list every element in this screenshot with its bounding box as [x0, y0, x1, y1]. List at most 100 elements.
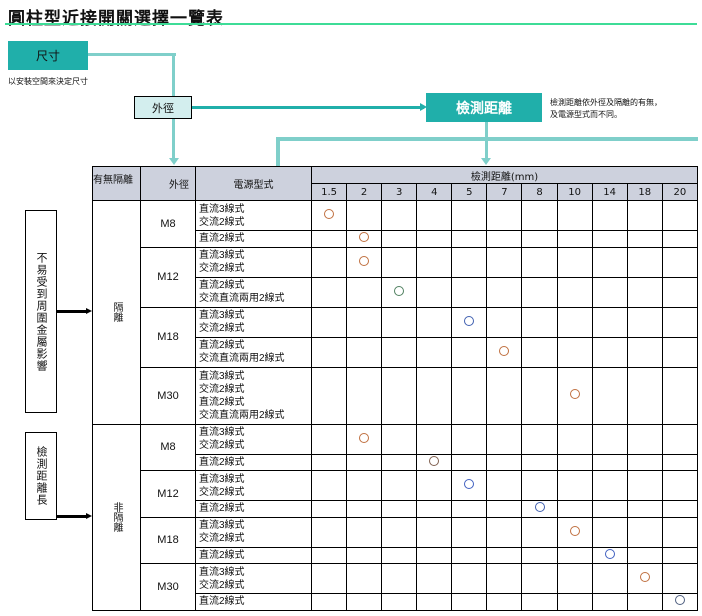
- distance-cell: [556, 593, 593, 611]
- distance-cell: [346, 546, 383, 564]
- distance-cell: [591, 246, 628, 278]
- distance-cell: [521, 500, 558, 518]
- distance-cell: [486, 336, 523, 368]
- distance-cell: [346, 200, 383, 231]
- available-circle-icon: [604, 548, 615, 559]
- shield-cell: 隔離: [92, 200, 141, 425]
- outer-diameter-box: 外徑: [134, 96, 192, 119]
- distance-cell: [591, 200, 628, 231]
- distance-cell: [556, 336, 593, 368]
- power-type: 直流2線式: [199, 456, 245, 468]
- distance-cell: [556, 546, 593, 564]
- distance-cell: [626, 563, 663, 594]
- distance-cell: [486, 563, 523, 594]
- available-circle-icon: [429, 455, 440, 466]
- distance-cell: [310, 423, 348, 455]
- distance-cell: [416, 246, 453, 278]
- distance-cell: [521, 423, 558, 455]
- available-circle-icon: [499, 345, 510, 356]
- distance-cell: [556, 246, 593, 278]
- distance-col-header: 3: [381, 183, 418, 201]
- distance-cell: [521, 593, 558, 611]
- distance-cell: [416, 593, 453, 611]
- distance-cell: [661, 230, 699, 248]
- power-cell: 直流2線式交流直流兩用2線式: [195, 336, 312, 368]
- power-type: 直流2線式: [199, 233, 245, 245]
- distance-cell: [626, 516, 663, 548]
- distance-cell: [521, 546, 558, 564]
- distance-cell: [486, 306, 523, 338]
- distance-cell: [310, 336, 348, 368]
- distance-cell: [346, 563, 383, 594]
- distance-cell: [591, 336, 628, 368]
- distance-cell: [661, 470, 699, 501]
- power-cell: 直流2線式: [195, 500, 312, 518]
- distance-cell: [416, 546, 453, 564]
- distance-cell: [381, 470, 418, 501]
- distance-cell: [486, 470, 523, 501]
- distance-cell: [310, 200, 348, 231]
- distance-cell: [556, 423, 593, 455]
- distance-col-header: 14: [591, 183, 628, 201]
- distance-cell: [451, 200, 488, 231]
- power-type: 直流2線式: [199, 596, 245, 608]
- power-type: 直流3線式: [199, 310, 245, 321]
- distance-cell: [416, 563, 453, 594]
- size-cell: M30: [140, 563, 196, 611]
- power-type: 直流3線式: [199, 203, 245, 215]
- distance-cell: [310, 546, 348, 564]
- distance-cell: [381, 336, 418, 368]
- connector-line: [276, 137, 698, 141]
- distance-cell: [591, 593, 628, 611]
- power-cell: 直流3線式交流2線式: [195, 246, 312, 278]
- arrow-right-icon: [420, 103, 427, 111]
- distance-col-header: 10: [556, 183, 593, 201]
- power-type: 交流2線式: [199, 323, 245, 334]
- distance-cell: [416, 500, 453, 518]
- distance-cell: [381, 516, 418, 548]
- power-cell: 直流2線式交流直流兩用2線式: [195, 276, 312, 308]
- distance-cell: [416, 276, 453, 308]
- distance-cell: [556, 500, 593, 518]
- arrow-line: [57, 515, 87, 518]
- distance-cell: [416, 306, 453, 338]
- distance-cell: [451, 276, 488, 308]
- distance-cell: [486, 200, 523, 231]
- distance-cell: [310, 276, 348, 308]
- distance-cell: [486, 453, 523, 471]
- page-title: 圓柱型近接開關選擇一覽表: [8, 9, 224, 29]
- size-note: 以安裝空間來決定尺寸: [8, 77, 88, 86]
- distance-cell: [346, 306, 383, 338]
- distance-cell: [381, 366, 418, 425]
- power-type: 交流2線式: [199, 533, 245, 544]
- distance-cell: [661, 246, 699, 278]
- connector-line: [276, 137, 280, 166]
- distance-cell: [451, 500, 488, 518]
- power-type: 交流直流兩用2線式: [199, 353, 285, 364]
- power-cell: 直流2線式: [195, 546, 312, 564]
- distance-cell: [451, 453, 488, 471]
- distance-cell: [416, 453, 453, 471]
- table-row: 直流2線式: [93, 230, 699, 248]
- distance-cell: [556, 516, 593, 548]
- distance-cell: [486, 230, 523, 248]
- distance-cell: [381, 500, 418, 518]
- distance-cell: [626, 200, 663, 231]
- distance-cell: [521, 306, 558, 338]
- power-type: 直流3線式: [199, 370, 245, 382]
- distance-cell: [591, 546, 628, 564]
- distance-cell: [521, 200, 558, 231]
- distance-cell: [486, 546, 523, 564]
- distance-cell: [521, 336, 558, 368]
- distance-cell: [556, 276, 593, 308]
- distance-cell: [521, 230, 558, 248]
- header-distance: 檢測距離(mm): [311, 166, 698, 184]
- distance-cell: [626, 336, 663, 368]
- power-type: 直流2線式: [199, 549, 245, 561]
- distance-col-header: 4: [416, 183, 453, 201]
- distance-cell: [381, 276, 418, 308]
- distance-cell: [381, 306, 418, 338]
- size-cell: M8: [140, 423, 196, 471]
